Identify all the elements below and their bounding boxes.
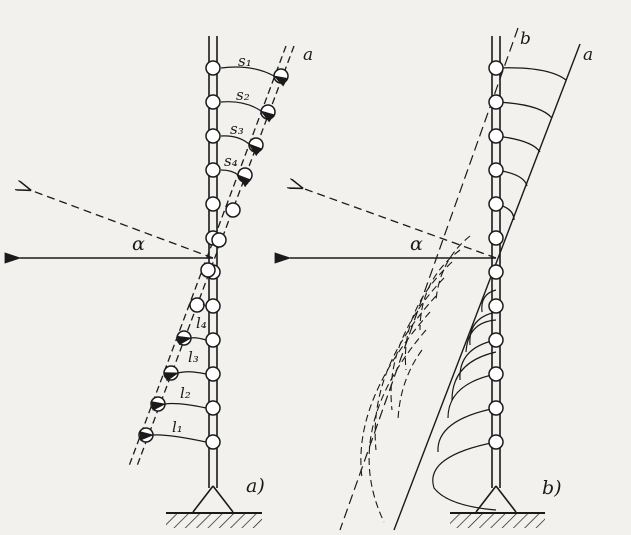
- tilted-a-joints: [138, 68, 289, 443]
- caption-b: b): [542, 477, 562, 499]
- s-arcs: [220, 66, 288, 188]
- mast-b-joints: [488, 60, 504, 450]
- mast-a-joints: [205, 60, 221, 450]
- dashed-arrow-a: [30, 190, 214, 259]
- label-s1: s₁: [238, 52, 252, 70]
- line-b-b: [339, 27, 519, 531]
- label-alpha-a: α: [132, 233, 145, 255]
- dashed-arrow-b: [302, 188, 497, 259]
- panel-b: b a α b): [274, 27, 593, 531]
- support-b: [450, 485, 545, 528]
- label-alpha-b: α: [410, 233, 423, 255]
- panel-a: s₁ s₂ s₃ s₄ l₄ l₃ l₂ l₁ a α a): [4, 36, 313, 528]
- label-l2: l₂: [180, 384, 191, 402]
- label-s4: s₄: [224, 152, 238, 170]
- label-line-a: a: [303, 45, 313, 65]
- label-l1: l₁: [172, 418, 183, 436]
- lower-arcs-b: [432, 289, 497, 511]
- label-line-a-b: a: [583, 45, 593, 65]
- label-s3: s₃: [230, 120, 244, 138]
- label-l4: l₄: [196, 314, 207, 332]
- line-a-b: [393, 43, 581, 531]
- upper-arcs-b: [495, 67, 567, 221]
- l-arcs: [139, 303, 207, 443]
- dashed-arcs-b: [360, 235, 471, 523]
- caption-a: a): [246, 475, 265, 497]
- label-s2: s₂: [236, 86, 250, 104]
- label-l3: l₃: [188, 348, 199, 366]
- support-a: [166, 485, 262, 528]
- label-line-b: b: [520, 29, 531, 49]
